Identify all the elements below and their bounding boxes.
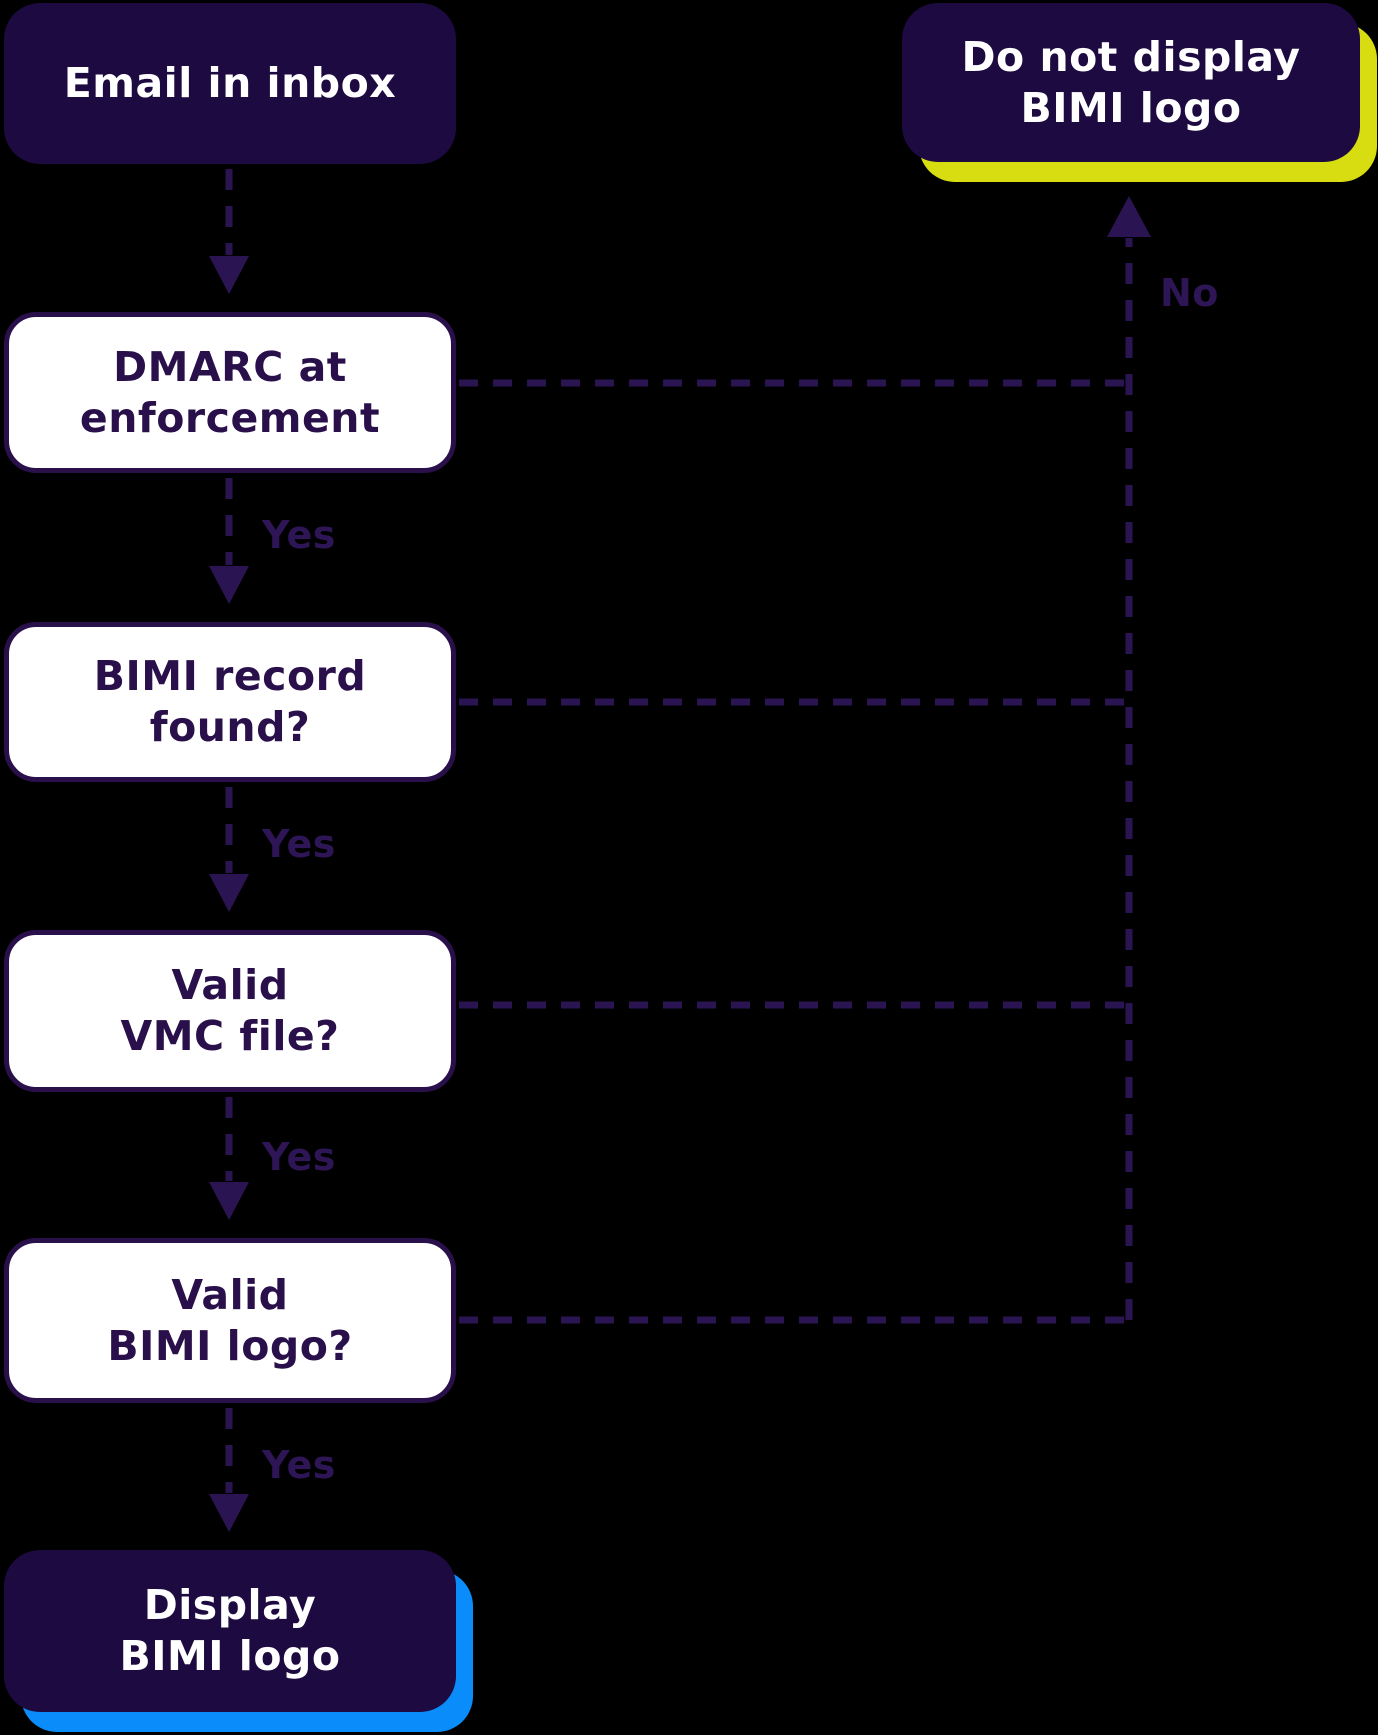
arrowhead-down-4 xyxy=(209,1182,249,1220)
edge-label-yes-4: Yes xyxy=(262,1443,336,1487)
node-do-not-display-bimi-logo: Do not display BIMI logo xyxy=(902,3,1360,162)
node-valid-bimi-logo: Valid BIMI logo? xyxy=(4,1238,456,1403)
arrowhead-down-2 xyxy=(209,566,249,604)
node-email-in-inbox: Email in inbox xyxy=(4,3,456,164)
edge-label-yes-2: Yes xyxy=(262,822,336,866)
node-dmarc-at-enforcement: DMARC at enforcement xyxy=(4,312,456,473)
edge-label-yes-3: Yes xyxy=(262,1135,336,1179)
node-display-bimi-logo: Display BIMI logo xyxy=(4,1550,456,1712)
arrowhead-down-1 xyxy=(209,256,249,294)
edge-label-no: No xyxy=(1160,271,1219,315)
node-valid-vmc-file: Valid VMC file? xyxy=(4,930,456,1092)
arrowhead-down-3 xyxy=(209,874,249,912)
edge-label-yes-1: Yes xyxy=(262,513,336,557)
arrowhead-up-no xyxy=(1107,196,1151,237)
node-bimi-record-found: BIMI record found? xyxy=(4,622,456,782)
arrowhead-down-5 xyxy=(209,1494,249,1532)
